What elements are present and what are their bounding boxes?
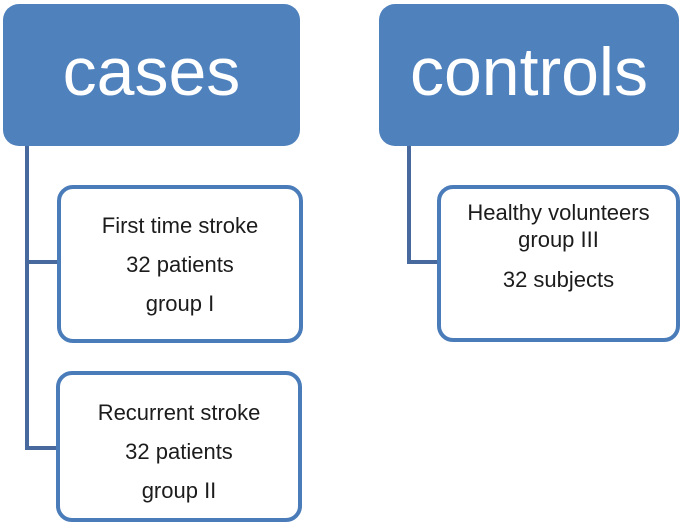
cases-label: cases bbox=[62, 34, 241, 110]
group2-branch-line bbox=[25, 446, 58, 450]
group2-line-3: group II bbox=[141, 478, 217, 503]
group1-line-1: First time stroke bbox=[101, 212, 259, 238]
controls-trunk-line bbox=[407, 146, 411, 264]
cases-box: cases bbox=[3, 4, 300, 146]
group1-branch-line bbox=[25, 260, 59, 264]
group1-line-2: 32 patients bbox=[126, 251, 234, 277]
controls-label: controls bbox=[409, 34, 649, 110]
group3-line-2: group III bbox=[518, 227, 599, 252]
controls-box: controls bbox=[379, 4, 679, 146]
group1-line-3: group I bbox=[145, 290, 215, 316]
group3-line-1: Healthy volunteers bbox=[467, 200, 650, 225]
recurrent-stroke-box: Recurrent stroke 32 patients group II bbox=[56, 371, 302, 522]
group2-line-1: Recurrent stroke bbox=[97, 400, 261, 425]
group2-line-2: 32 patients bbox=[125, 439, 233, 464]
cases-trunk-line bbox=[25, 146, 29, 450]
healthy-volunteers-box: Healthy volunteers group III 32 subjects bbox=[437, 185, 680, 342]
first-time-stroke-box: First time stroke 32 patients group I bbox=[57, 185, 303, 343]
group3-line-3: 32 subjects bbox=[502, 267, 615, 292]
group3-branch-line bbox=[407, 260, 439, 264]
